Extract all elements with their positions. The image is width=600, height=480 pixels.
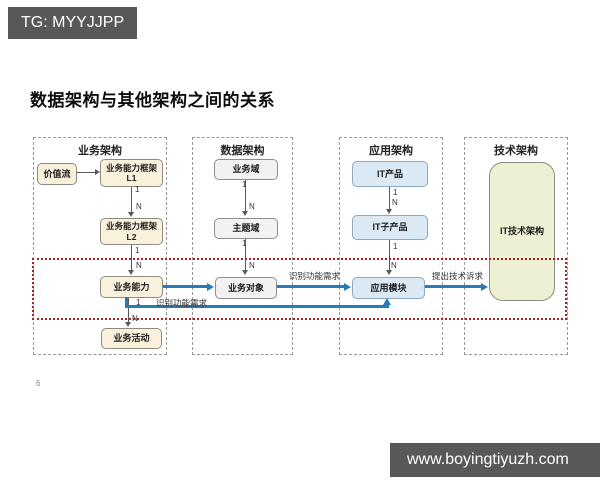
connector-domain-to-subject (245, 180, 246, 211)
arrowhead-icon (124, 322, 131, 327)
node-capability-framework-l1-line2: L1 (126, 173, 137, 183)
flow-arrowhead-icon (383, 298, 391, 305)
flow-capability-down-segment (125, 297, 128, 308)
node-it-product: IT产品 (352, 161, 428, 187)
flow-module-to-technology (425, 285, 482, 288)
flow-arrowhead-icon (481, 282, 488, 291)
multiplicity-label: 1 (242, 180, 247, 189)
node-it-sub-product: IT子产品 (352, 215, 428, 240)
edge-label-identify-functional-requirement: 识别功能需求 (289, 271, 341, 281)
flow-arrowhead-icon (344, 282, 351, 291)
column-header-business: 业务架构 (78, 145, 122, 157)
connector-subproduct-to-module (389, 240, 390, 270)
connector-l2-to-capability (131, 245, 132, 270)
flow-capability-to-object (163, 285, 208, 288)
arrowhead-icon (385, 270, 392, 275)
connector-l1-to-l2 (131, 187, 132, 212)
multiplicity-label: N (136, 202, 142, 211)
multiplicity-label: 1 (393, 188, 398, 197)
column-header-technology: 技术架构 (494, 145, 538, 157)
column-technology-architecture: 技术架构 (464, 137, 568, 355)
highlight-dotted-box (32, 258, 567, 320)
node-business-object: 业务对象 (215, 277, 277, 299)
multiplicity-label: 1 (242, 239, 247, 248)
website-watermark-bar: www.boyingtiyuzh.com (390, 443, 600, 477)
node-capability-framework-l2: 业务能力框架 L2 (100, 218, 163, 245)
flow-object-to-module (277, 285, 345, 288)
page-title: 数据架构与其他架构之间的关系 (30, 91, 275, 110)
arrowhead-icon (241, 270, 248, 275)
connector-subject-to-object (245, 239, 246, 270)
node-capability-framework-l1: 业务能力框架 L1 (100, 159, 163, 187)
arrowhead-icon (385, 209, 392, 214)
arrowhead-icon (127, 212, 134, 217)
connector-value-stream-to-l1 (77, 172, 95, 173)
node-it-technology-architecture: IT技术架构 (489, 162, 555, 301)
column-header-data: 数据架构 (220, 145, 265, 157)
node-business-domain: 业务域 (214, 159, 278, 180)
flow-module-up-segment (386, 303, 389, 307)
column-business-architecture: 业务架构 (33, 137, 167, 355)
arrowhead-icon (95, 168, 100, 175)
column-header-application: 应用架构 (369, 145, 413, 157)
arrowhead-icon (241, 211, 248, 216)
multiplicity-label: N (392, 198, 398, 207)
connector-capability-to-activity (128, 298, 129, 322)
page-number: 6 (36, 379, 41, 388)
multiplicity-label: 1 (136, 298, 141, 307)
column-data-architecture: 数据架构 (192, 137, 293, 355)
node-subject-domain: 主题域 (214, 218, 278, 239)
multiplicity-label: 1 (135, 246, 140, 255)
node-business-capability: 业务能力 (100, 276, 163, 298)
edge-label-propose-technical-demand: 提出技术诉求 (432, 271, 484, 281)
connector-itproduct-to-subproduct (389, 187, 390, 209)
flow-capability-to-module-lower (125, 305, 389, 308)
multiplicity-label: N (249, 202, 255, 211)
multiplicity-label: N (391, 261, 397, 270)
node-capability-framework-l2-line1: 业务能力框架 (105, 221, 157, 232)
flow-arrowhead-icon (207, 282, 214, 291)
multiplicity-label: 1 (393, 242, 398, 251)
node-business-activity: 业务活动 (101, 328, 162, 349)
edge-label-identify-functional-requirement: 识别功能需求 (156, 298, 208, 308)
node-capability-framework-l2-line2: L2 (126, 231, 137, 242)
column-application-architecture: 应用架构 (339, 137, 443, 355)
multiplicity-label: 1 (135, 185, 140, 194)
telegram-watermark-badge: TG: MYYJJPP (8, 7, 137, 39)
multiplicity-label: N (136, 261, 142, 270)
node-capability-framework-l1-line1: 业务能力框架 (105, 162, 157, 173)
arrowhead-icon (127, 270, 134, 275)
multiplicity-label: N (249, 261, 255, 270)
node-value-stream: 价值流 (37, 163, 77, 185)
